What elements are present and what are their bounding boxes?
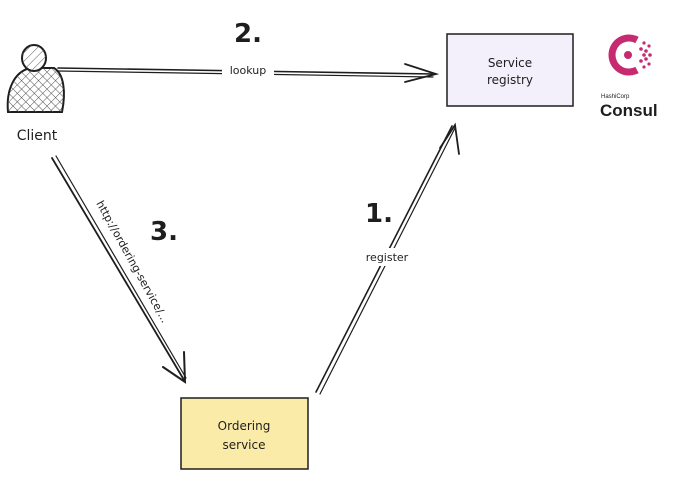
request-url-group: http://ordering-service/... (82, 177, 185, 346)
ordering-service-label-line2: service (223, 438, 266, 452)
service-registry-label-line2: registry (487, 73, 533, 87)
service-registry-box: Service registry (446, 33, 574, 107)
ordering-service-label-line1: Ordering (218, 419, 271, 433)
register-label: register (366, 251, 409, 264)
request-arrow (51, 155, 187, 384)
client-label: Client (17, 128, 58, 144)
client-person-icon (6, 44, 65, 113)
step-1-label: 1. (365, 199, 393, 229)
consul-logo: HashiCorp Consul (600, 34, 658, 120)
logo-company-text: HashiCorp (601, 94, 630, 100)
logo-product-text: Consul (600, 101, 658, 120)
ordering-service-box: Ordering service (180, 397, 309, 470)
register-arrow (315, 122, 460, 395)
step-2-label: 2. (234, 19, 262, 49)
step-3-label: 3. (150, 217, 178, 247)
service-registry-label-line1: Service (488, 56, 532, 70)
lookup-label: lookup (230, 64, 267, 77)
lookup-arrow (57, 62, 440, 83)
consul-logo-mark (608, 34, 652, 76)
